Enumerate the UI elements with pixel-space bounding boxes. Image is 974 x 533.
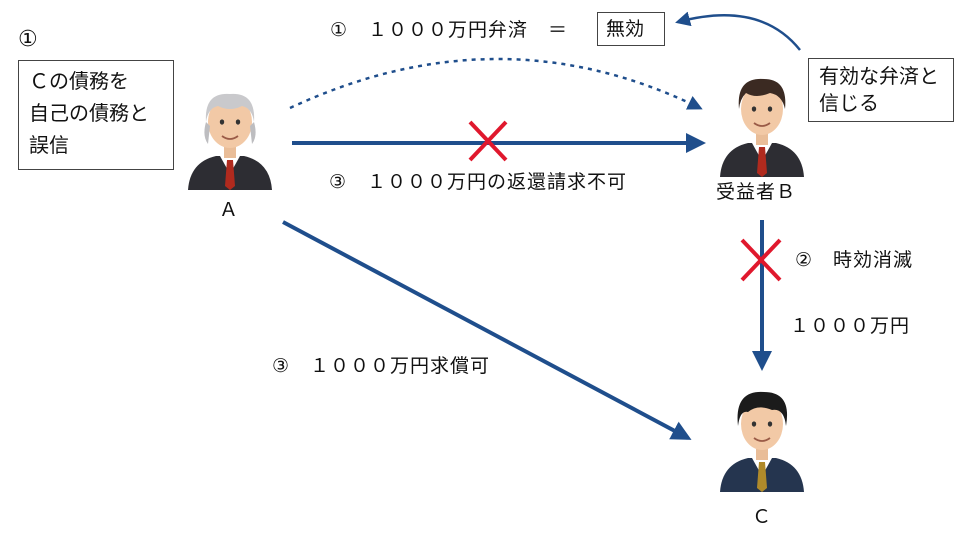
a-mistake-box: Ｃの債務を 自己の債務と 誤信	[18, 60, 174, 170]
person-b-name: 受益者Ｂ	[716, 181, 797, 203]
a-mistake-line2: 自己の債務と	[29, 101, 149, 125]
prescription-label: ② 時効消滅	[795, 249, 914, 271]
person-a-name: Ａ	[219, 199, 240, 221]
person-c-name: Ｃ	[752, 506, 773, 528]
step1-payment-label: ① １０００万円弁済 ＝	[330, 19, 569, 41]
reimbursement-label: ③ １０００万円求償可	[272, 355, 491, 377]
person-c-avatar-icon	[720, 391, 804, 492]
belief-box: 有効な弁済と 信じる	[808, 58, 954, 122]
belief-line1: 有効な弁済と	[819, 64, 939, 88]
person-a-avatar-icon	[188, 93, 272, 190]
prescription-cross-icon	[740, 238, 782, 282]
debt-amount-label: １０００万円	[790, 315, 911, 337]
a-mistake-line3: 誤信	[29, 133, 69, 157]
invalid-box: 無効	[597, 12, 665, 46]
payment-dotted-arrow	[289, 57, 703, 110]
a-mistake-line1: Ｃの債務を	[29, 69, 129, 93]
reimbursement-arrow	[282, 220, 692, 440]
person-b-avatar-icon	[720, 78, 804, 177]
return-claim-cross-icon	[468, 120, 508, 162]
belief-line2: 信じる	[819, 91, 879, 115]
belief-curved-arrow	[675, 11, 801, 51]
return-claim-label: ③ １０００万円の返還請求不可	[329, 171, 628, 193]
step1-marker: ①	[18, 27, 39, 52]
